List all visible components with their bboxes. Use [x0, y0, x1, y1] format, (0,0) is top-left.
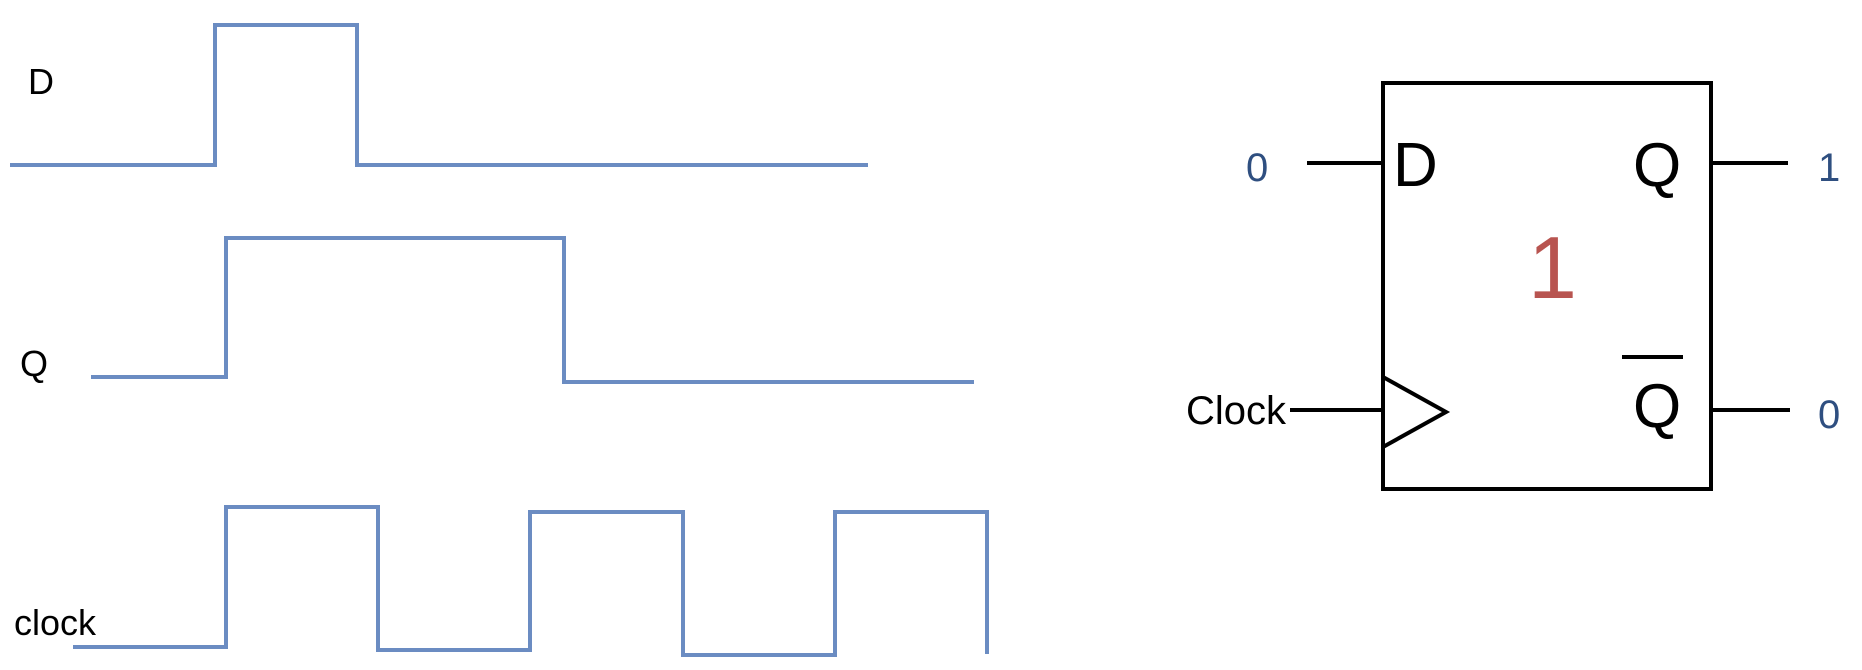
waveform-clock: [73, 505, 989, 657]
waveform-d: [10, 23, 868, 167]
d-pin-label: D: [1393, 131, 1438, 200]
timing-diagram: D Q clock: [10, 23, 989, 657]
signal-label-q: Q: [20, 343, 48, 384]
d-input-value: 0: [1246, 146, 1268, 190]
signal-label-d: D: [28, 61, 54, 102]
qbar-pin-label: Q: [1633, 372, 1681, 441]
signal-label-clock: clock: [14, 602, 97, 643]
stored-state-value: 1: [1528, 218, 1577, 317]
clock-edge-triangle-icon: [1382, 375, 1451, 449]
d-flipflop: 0 D Q 1 Q 0 Clock 1: [1186, 81, 1840, 491]
q-pin-label: Q: [1633, 131, 1681, 200]
flipflop-body: [1381, 81, 1713, 491]
waveform-q: [91, 236, 974, 384]
qbar-output-value: 0: [1818, 393, 1840, 437]
clock-pin-label: Clock: [1186, 389, 1287, 433]
q-output-value: 1: [1818, 146, 1840, 190]
